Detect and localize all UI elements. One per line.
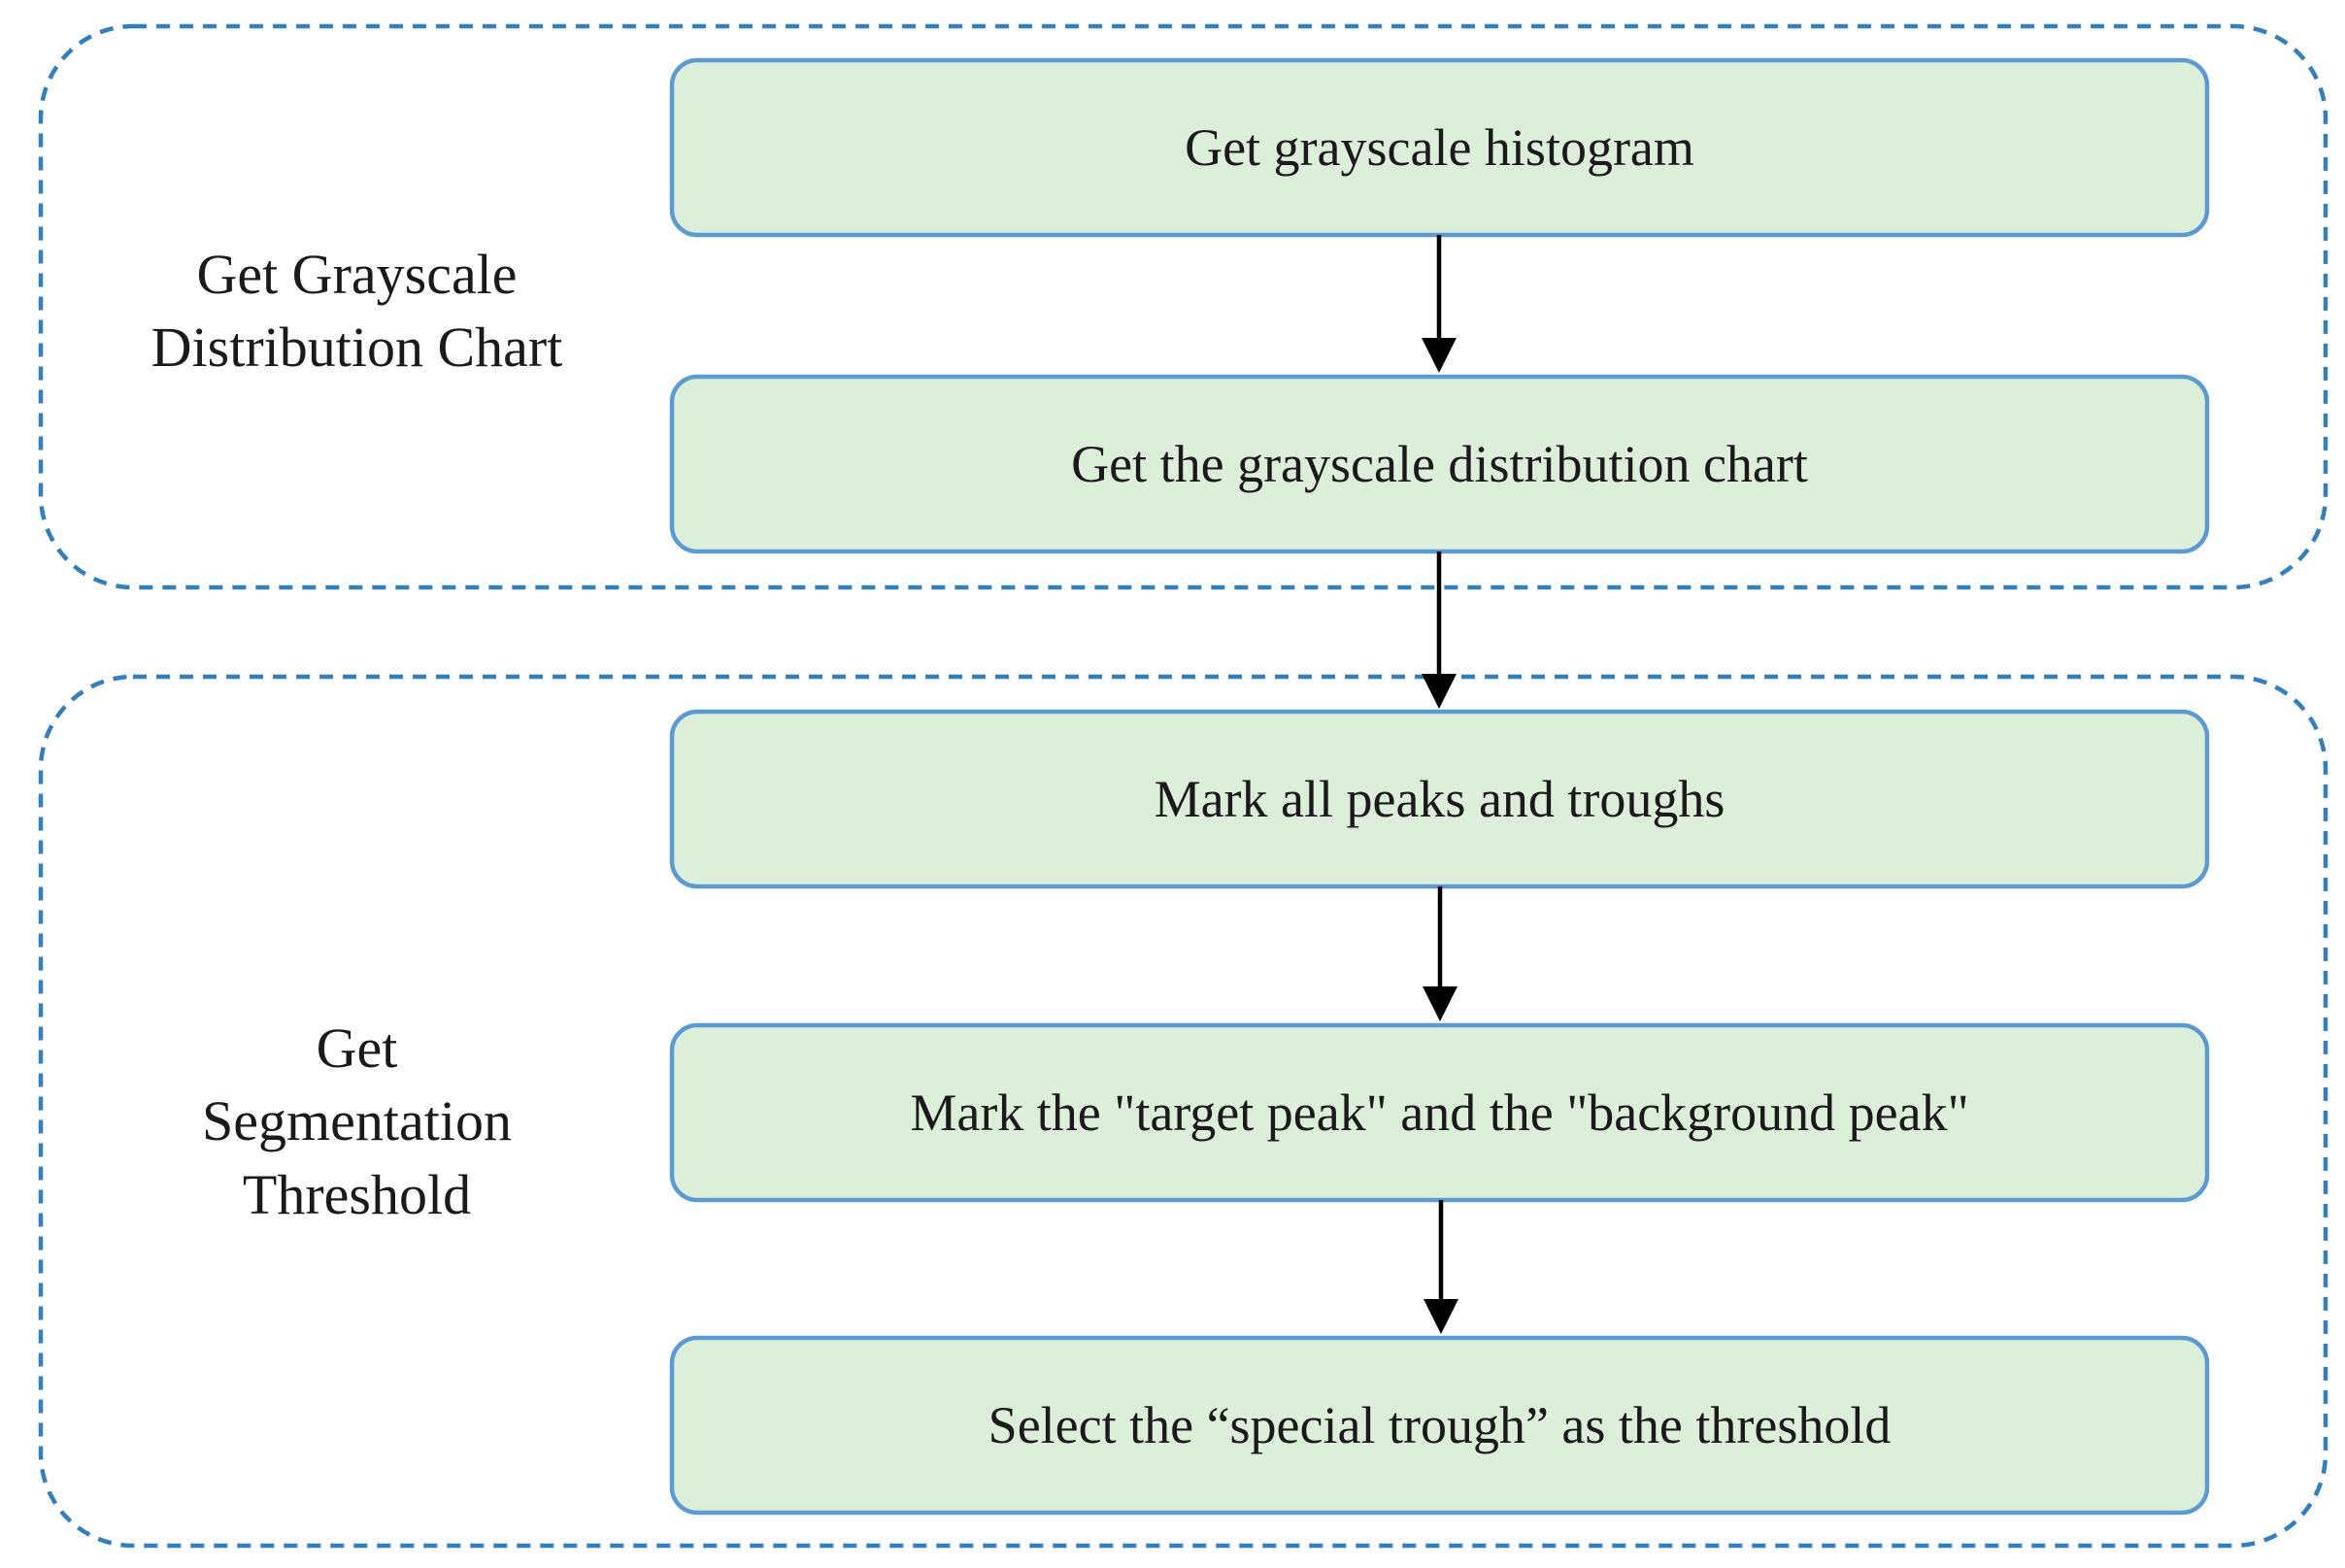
step-label-4: Mark the "target peak" and the "backgrou… <box>910 1084 1969 1142</box>
group-frame-segmentation-threshold <box>38 674 2328 1549</box>
group-label-grayscale-distribution: Get Grayscale Distribution Chart <box>151 242 563 379</box>
arrowhead-2-3 <box>1422 674 1457 709</box>
step-label-3: Mark all peaks and troughs <box>1154 770 1725 828</box>
arrowhead-1-2 <box>1422 338 1457 373</box>
step-label-1: Get grayscale histogram <box>1185 118 1694 177</box>
arrowhead-4-5 <box>1424 1299 1458 1334</box>
step-label-2: Get the grayscale distribution chart <box>1071 435 1808 493</box>
group-frame-grayscale-distribution <box>38 23 2328 590</box>
group-label-segmentation-threshold: Get Segmentation Threshold <box>202 1016 512 1226</box>
arrowhead-3-4 <box>1423 986 1457 1021</box>
step-box-5 <box>669 1335 2210 1516</box>
step-label-5: Select the “special trough” as the thres… <box>988 1396 1892 1454</box>
